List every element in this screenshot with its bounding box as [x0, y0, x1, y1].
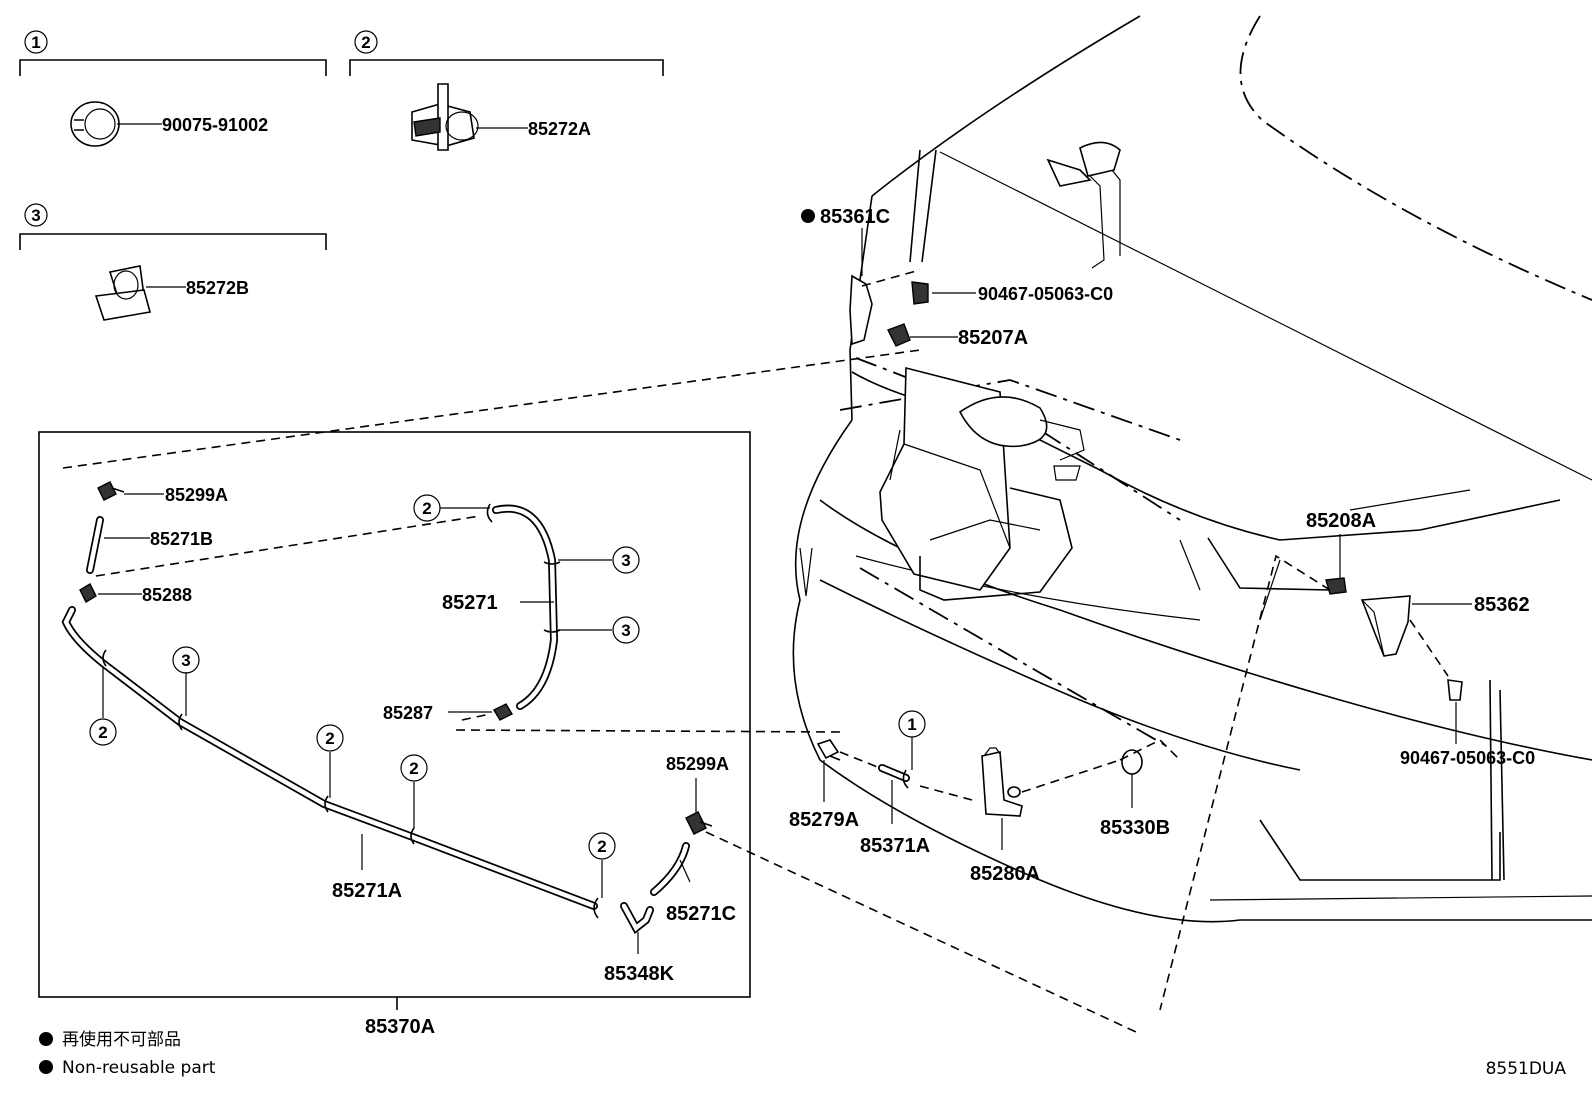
label-85370a: 85370A [365, 1016, 435, 1038]
clip-90467-upper-icon: 90467-05063-C0 [911, 281, 1113, 305]
grommet-85279a-icon: 85279A [789, 739, 859, 831]
diagram-code: 8551DUA [1486, 1059, 1567, 1079]
legend-notes: 再使用不可部品 Non-reusable part [39, 1029, 216, 1078]
label-85348k: 85348K [604, 963, 675, 985]
nozzle-85207a-icon: 85207A [887, 323, 1028, 349]
washer-motor-85280a-icon: 85280A [970, 747, 1040, 885]
svg-text:1: 1 [907, 715, 916, 734]
svg-text:3: 3 [621, 551, 630, 570]
label-85272a: 85272A [528, 119, 591, 139]
group-1-number: 1 [31, 33, 40, 52]
label-85272b: 85272B [186, 278, 249, 298]
hose-clip-85272b-icon: 85272B [94, 265, 249, 321]
t-joint-85299a-top-icon: 85299A [97, 481, 228, 505]
label-85208a: 85208A [1306, 510, 1376, 532]
label-85279a: 85279A [789, 809, 859, 831]
svg-text:2: 2 [98, 723, 107, 742]
group-3-number: 3 [31, 206, 40, 225]
ref-2-b: 2 [316, 724, 344, 798]
hose-85271c: 85271C [650, 842, 736, 925]
hose-85271: 85271 [442, 503, 561, 710]
label-85371a: 85371A [860, 835, 930, 857]
svg-text:2: 2 [325, 729, 334, 748]
label-85280a: 85280A [970, 863, 1040, 885]
ref-2-c: 2 [400, 754, 428, 828]
group-2-header: 2 [349, 30, 664, 76]
clip-90467-lower-icon: 90467-05063-C0 [1400, 679, 1535, 768]
connector-85287-icon: 85287 [383, 703, 513, 723]
label-85271: 85271 [442, 592, 498, 614]
ref-2-e: 2 [413, 494, 490, 522]
label-85271b: 85271B [150, 529, 213, 549]
hose-clip-85272a-icon: 85272A [411, 83, 591, 151]
ref-3-c: 3 [558, 616, 640, 644]
label-90467-lower: 90467-05063-C0 [1400, 748, 1535, 768]
cover-85362-icon: 85362 [1360, 594, 1530, 657]
label-90075-91002: 90075-91002 [162, 115, 268, 135]
ref-2-a: 2 [89, 666, 117, 746]
hose-85271a: 85271A [61, 606, 599, 919]
svg-text:2: 2 [422, 499, 431, 518]
label-85271c: 85271C [666, 903, 736, 925]
label-85271a: 85271A [332, 880, 402, 902]
svg-text:3: 3 [621, 621, 630, 640]
label-85362: 85362 [1474, 594, 1530, 616]
label-85299a-low: 85299A [666, 754, 729, 774]
group-3-header: 3 [19, 203, 327, 250]
ref-1-clamp: 1 [898, 710, 926, 789]
label-90467-upper: 90467-05063-C0 [978, 284, 1113, 304]
group-1-header: 1 [19, 30, 327, 76]
label-85299a-top: 85299A [165, 485, 228, 505]
bracket-85361c-icon: 85361C [801, 206, 890, 346]
svg-text:3: 3 [181, 651, 190, 670]
ref-3-b: 3 [558, 546, 640, 574]
ref-3-a: 3 [172, 646, 200, 716]
hose-85271b: 85271B [86, 516, 213, 574]
nozzle-upper-icon [1046, 141, 1121, 269]
ref-2-d: 2 [588, 832, 616, 898]
washer-tank-assembly [879, 366, 1085, 601]
svg-text:2: 2 [597, 837, 606, 856]
connector-85288-icon: 85288 [79, 583, 192, 605]
label-85330b: 85330B [1100, 817, 1170, 839]
pipe-85371a-icon: 85371A [860, 764, 930, 857]
note-en: Non-reusable part [62, 1058, 216, 1078]
t-joint-85299a-low-icon: 85299A [666, 754, 729, 835]
group-2-number: 2 [361, 33, 370, 52]
label-85287: 85287 [383, 703, 433, 723]
label-85207a: 85207A [958, 327, 1028, 349]
label-85361c: 85361C [820, 206, 890, 228]
clamp-ring-icon: 90075-91002 [70, 101, 268, 147]
elbow-85348k-icon: 85348K [604, 902, 675, 985]
hose-assembly-box [38, 431, 751, 998]
svg-text:2: 2 [409, 759, 418, 778]
note-jp: 再使用不可部品 [62, 1029, 181, 1050]
label-85288: 85288 [142, 585, 192, 605]
